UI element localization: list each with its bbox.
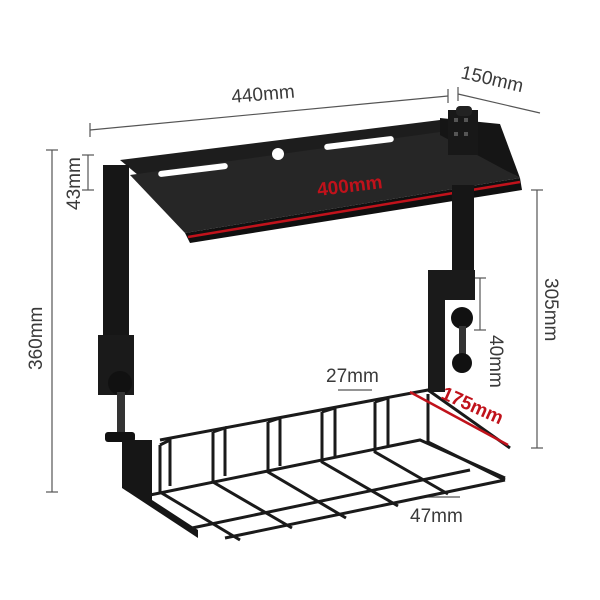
clamp-opening-label: 40mm [485,335,506,388]
lower-height-label: 305mm [540,278,561,341]
width-label: 440mm [231,82,296,108]
wire-basket [122,388,511,542]
basket-gap-label: 27mm [326,366,379,387]
tray-height-label: 43mm [64,157,85,210]
basket-slot-label: 47mm [410,506,463,527]
support-posts [98,165,475,442]
total-height-label: 360mm [26,307,47,370]
depth-label: 150mm [459,62,525,97]
dimension-lines [46,87,543,498]
shelf-tray [120,106,522,243]
